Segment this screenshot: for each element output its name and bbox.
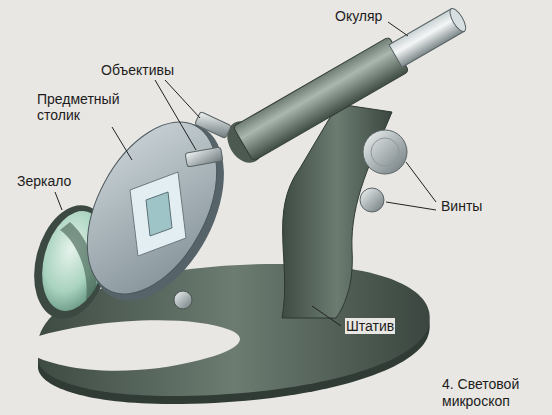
part-label: Винты	[440, 198, 483, 214]
part-label: Объективы	[100, 62, 175, 78]
body-tube	[233, 0, 472, 161]
part-label: Предметный столик	[36, 91, 130, 123]
part-label: Зеркало	[16, 173, 72, 189]
part-label: Окуляр	[334, 8, 383, 24]
figure-caption: 4. Световой микроскоп	[442, 376, 546, 410]
focus-screws	[360, 130, 407, 212]
stage	[61, 101, 252, 324]
leader-lines	[55, 22, 436, 326]
part-label: Штатив	[345, 318, 395, 334]
